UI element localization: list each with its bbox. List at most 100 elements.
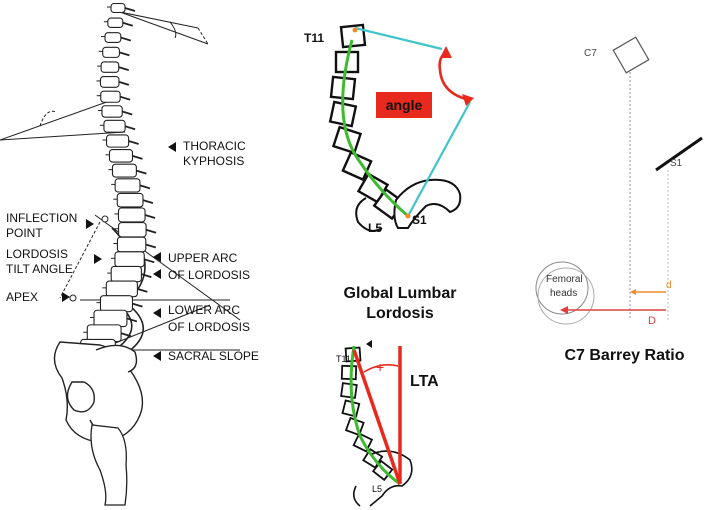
apex-marker — [69, 294, 77, 302]
spinous-process — [124, 7, 136, 12]
gll-caption-line-1: Global Lumbar — [343, 285, 457, 302]
gll-vertebrae — [328, 23, 406, 221]
spinous-process — [121, 110, 133, 116]
label-upper-arc-of-lordosis: OF LORDOSIS — [168, 268, 250, 282]
vertebra-body — [99, 75, 120, 88]
kyphosis-upper-wedge — [119, 11, 209, 45]
lta-label: LTA — [410, 373, 439, 390]
kyphosis-lower-wedge — [0, 97, 126, 141]
inflection-point-marker — [101, 215, 109, 223]
gll-angle-box — [376, 92, 432, 118]
spinous-process — [145, 228, 157, 234]
gll-vertebra-box — [339, 23, 367, 49]
d-large-arrowhead — [560, 306, 568, 314]
femoral-label-2: heads — [550, 288, 577, 299]
spine-diagram: THORACIC KYPHOSIS INFLECTION POINT LORDO… — [0, 2, 259, 506]
s1-label: S1 — [670, 158, 683, 169]
d-small-arrowhead — [630, 289, 636, 295]
gll-label-l5: L5 — [368, 221, 382, 235]
vertebra-body — [100, 90, 121, 103]
spinous-process — [122, 21, 134, 27]
label-tilt-angle: TILT ANGLE — [6, 262, 73, 276]
vertebra-body — [118, 222, 147, 238]
lta-label-l5: L5 — [372, 484, 382, 494]
gll-angle-arrow — [438, 50, 471, 102]
vertebra-body — [111, 163, 137, 178]
label-lower-arc-of-lordosis: OF LORDOSIS — [168, 320, 250, 334]
gll-sacrum — [393, 178, 462, 229]
label-kyphosis: KYPHOSIS — [183, 154, 244, 168]
vertebra-body — [116, 192, 144, 208]
vertebra-body — [114, 251, 145, 268]
lta-vertebra-box — [340, 382, 358, 399]
lta-vertebrae — [340, 346, 394, 482]
s1-endplate — [655, 136, 703, 172]
label-apex: APEX — [6, 290, 38, 304]
label-point: POINT — [6, 226, 43, 240]
gll-label-s1: S1 — [412, 213, 427, 227]
spinous-process — [137, 288, 148, 293]
vertebra-body — [100, 61, 120, 73]
c7-caption: C7 Barrey Ratio — [564, 347, 685, 364]
label-thoracic: THORACIC — [183, 139, 246, 153]
spinous-process — [120, 332, 132, 338]
c7-label: C7 — [584, 48, 597, 59]
femoral-head-2 — [537, 267, 595, 325]
spinous-process — [145, 243, 157, 249]
vertebra-body — [108, 149, 134, 163]
spinous-process — [139, 184, 151, 190]
vertebra-body — [116, 236, 147, 253]
lta-label-t11: T11 — [336, 354, 351, 364]
spinous-process — [132, 154, 143, 160]
vertebra-body — [114, 178, 141, 193]
spinous-process — [141, 273, 152, 278]
gll-upper-line — [354, 26, 443, 51]
vertebra-body — [93, 309, 128, 328]
spinous-process — [128, 140, 139, 145]
d-small-label: d — [666, 280, 672, 291]
vertebra-body — [107, 17, 124, 29]
gll-lordosis-curve — [341, 39, 409, 218]
gll-arrow-head-bottom — [462, 94, 474, 106]
c7-panel: C7 S1 Femoral heads d D — [520, 20, 709, 340]
gll-s1-point — [405, 213, 411, 219]
spinous-process — [143, 258, 155, 264]
lta-panel: T11 + LTA L5 — [320, 336, 470, 508]
lta-lordosis-curve — [349, 345, 401, 486]
vertebra-body — [105, 280, 138, 298]
label-sacral-slope: SACRAL SLOPE — [168, 349, 259, 363]
lta-pelvis-outline — [352, 485, 361, 507]
label-inflection: INFLECTION — [6, 211, 77, 225]
femur — [90, 424, 128, 506]
spine-diagram-panel: THORACIC KYPHOSIS INFLECTION POINT LORDO… — [0, 0, 290, 510]
femoral-label-1: Femoral — [546, 274, 583, 285]
lta-plus-sign: + — [376, 359, 384, 375]
spinous-process — [120, 36, 132, 42]
spinous-process — [118, 81, 130, 86]
label-lower-arc: LOWER ARC — [168, 303, 240, 317]
spinous-process — [119, 95, 131, 101]
pointer-arrows — [62, 142, 176, 361]
vertebra-body — [117, 207, 146, 223]
gll-panel: angle T11 L5 S1 — [300, 22, 490, 242]
vertebra-body — [103, 119, 126, 133]
vertebra-body — [110, 2, 126, 14]
label-upper-arc: UPPER ARC — [168, 251, 238, 265]
lta-vertebra-box — [340, 364, 358, 381]
vertebra-body — [102, 46, 120, 58]
gll-arrow-head-top — [440, 46, 452, 58]
d-large-label: D — [648, 315, 656, 327]
spinous-process — [136, 169, 147, 175]
gll-caption-line-2: Lordosis — [366, 305, 434, 322]
spinous-process — [119, 51, 130, 57]
vertebra-body — [104, 32, 122, 43]
c7-vertebra-square — [612, 36, 650, 74]
vertebra-body — [105, 134, 130, 148]
gll-angle-label: angle — [386, 97, 423, 113]
spinous-process — [124, 125, 136, 131]
vertebral-column — [76, 2, 157, 358]
vertebra-body — [110, 265, 142, 283]
spinous-process — [142, 199, 154, 205]
spinous-process — [144, 214, 156, 219]
lta-oblique-line — [352, 349, 402, 485]
